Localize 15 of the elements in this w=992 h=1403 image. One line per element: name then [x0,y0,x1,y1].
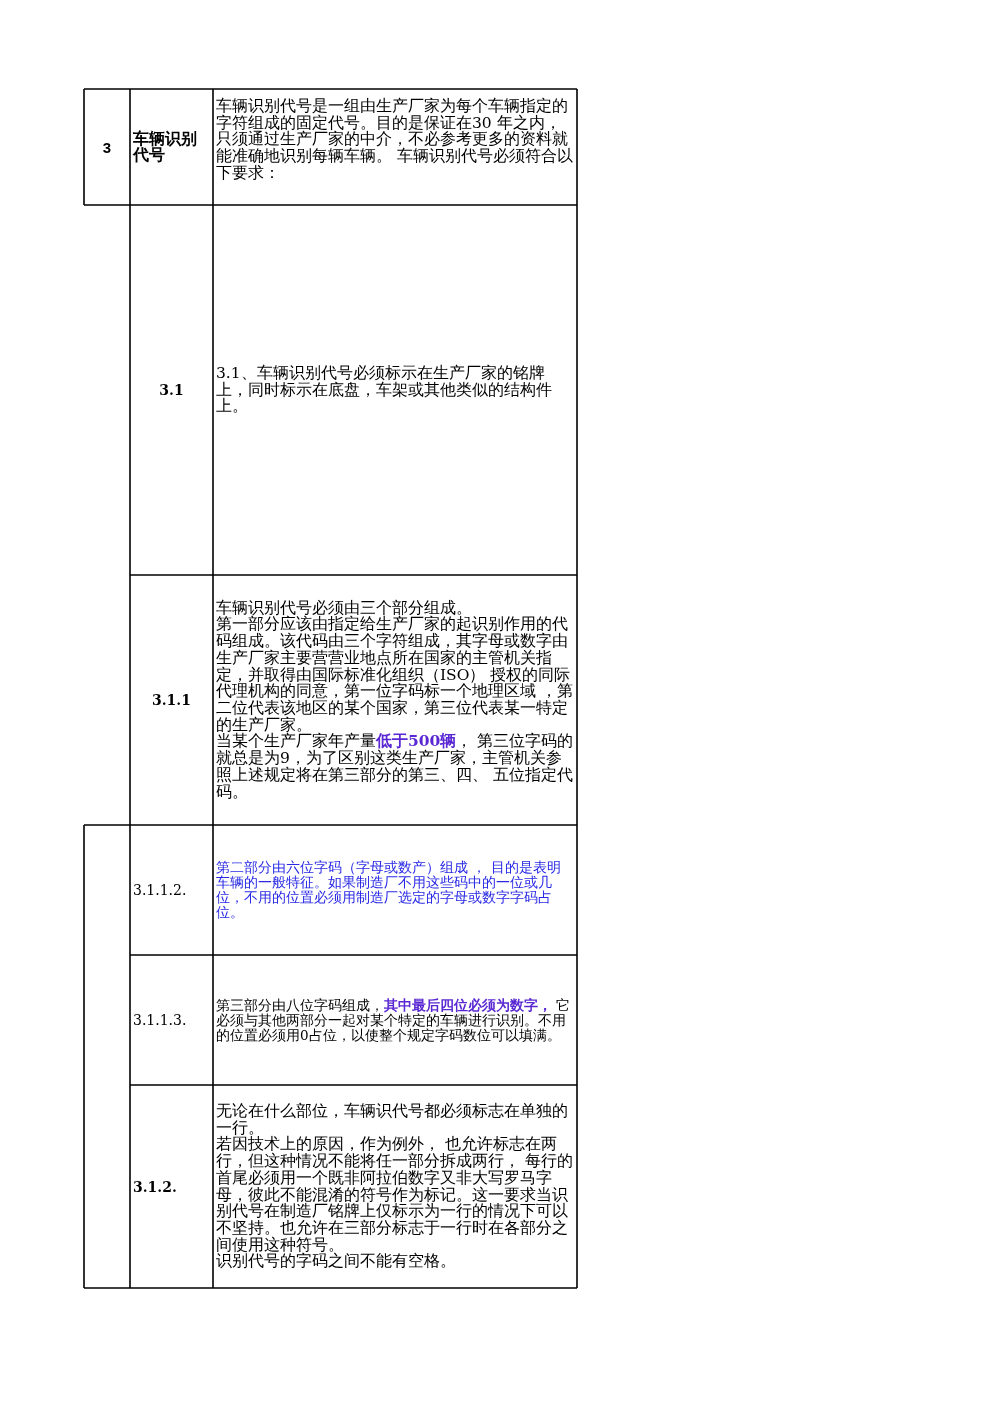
cell-text: 第二部分由六位字码（字母或数产）组成 ， 目的是表明车辆的一般特征。如果制造厂不用这些码中的一位或几位，不用的位置必须用制造厂选定的字母或数字字码占位。 [216,860,562,920]
section-heading: 车辆识别代号 [133,131,198,163]
cell-text: 第三部分由八位字码组成，其中最后四位必须为数字， 它必须与其他两部分一起对某个特定的车辆进行识别。不用的位置必须用0占位，以使整个规定字码数位可以填满。 [216,997,572,1043]
section-number: 3.1.1.3. [133,1012,188,1028]
section-number: 3.1 [158,382,185,398]
cell-text: 3.1、车辆识别代号必须标示在生产厂家的铭牌上，同时标示在底盘，车架或其他类似的结构件上。 [216,364,553,416]
cell-text: 车辆识别代号必须由三个部分组成。 [216,599,472,617]
cell-text: 识别代号的字码之间不能有空格。 [216,1253,457,1270]
cell-text: 若因技术上的原因，作为例外， 也允许标志在两行，但这种情况不能将任一部分拆成两行， 每行的首尾必须用一个既非阿拉伯数字又非大写罗马字母，彼此不能混淆的符号作为标记。这一要求当识别代号在制造厂铭牌上仅标示为一行的情况下可以不坚持。也允许在三部分标志于一行时在各部分之间使用这种符号。 [216,1136,574,1254]
row-number: 3 [101,138,113,156]
section-number: 3.1.2. [133,1178,178,1195]
cell-text: 当某个生产厂家年产量低于500辆， 第三位字码的就总是为9，为了区别这类生产厂家，主管机关参照上述规定将在第三部分的第三、四、 五位指定代码。 [216,733,574,801]
section-number: 3.1.1 [151,692,192,708]
cell-text: 车辆识别代号是一组由生产厂家为每个车辆指定的字符组成的固定代号。目的是保证在30 年之内，只须通过生产厂家的中介，不必参考更多的资料就能准确地识别每辆车辆。 车辆识别代号必须符合以下要求： [216,98,574,182]
section-number: 3.1.1.2. [133,882,188,898]
